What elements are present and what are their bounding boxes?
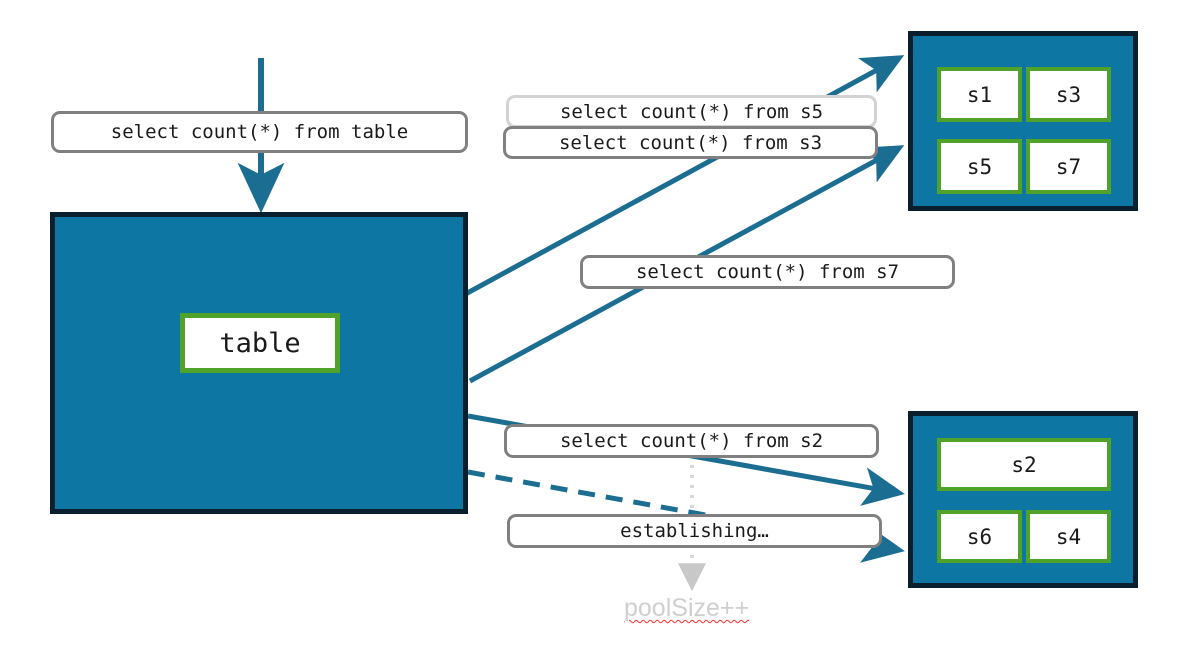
shard-label-s2: s2 (1011, 452, 1037, 477)
query-s3-text: select count(*) from s3 (558, 131, 823, 154)
establishing-label: establishing… (507, 514, 882, 548)
shard-node-s4[interactable]: s4 (1026, 510, 1111, 563)
poolsize-annotation: poolSize++ (624, 594, 749, 623)
shard-node-s7[interactable]: s7 (1026, 139, 1111, 194)
query-s7-text: select count(*) from s7 (635, 261, 900, 283)
query-s2-label: select count(*) from s2 (504, 424, 879, 458)
shard-label-s6: s6 (966, 524, 993, 549)
shard-node-s1[interactable]: s1 (937, 67, 1022, 122)
table-node-label: table (219, 327, 301, 359)
query-s7-label: select count(*) from s7 (580, 255, 955, 289)
establishing-text: establishing… (620, 520, 769, 542)
poolsize-text: poolSize++ (624, 594, 750, 622)
shard-label-s4: s4 (1055, 524, 1082, 549)
query-s5-label: select count(*) from s5 (506, 95, 877, 128)
shard-node-s5[interactable]: s5 (937, 139, 1022, 194)
shard-label-s3: s3 (1055, 82, 1082, 107)
query-s2-text: select count(*) from s2 (559, 430, 824, 452)
shard-node-s2[interactable]: s2 (937, 438, 1111, 491)
table-node[interactable]: table (180, 313, 340, 373)
shard-node-s3[interactable]: s3 (1026, 67, 1111, 122)
shard-label-s5: s5 (966, 154, 993, 179)
shard-label-s1: s1 (966, 82, 993, 107)
incoming-query-text: select count(*) from table (110, 121, 409, 143)
incoming-query-label: select count(*) from table (51, 111, 468, 153)
query-s3-label: select count(*) from s3 (503, 126, 878, 159)
query-s5-text: select count(*) from s5 (559, 100, 824, 123)
shard-node-s6[interactable]: s6 (937, 510, 1022, 563)
shard-label-s7: s7 (1055, 154, 1082, 179)
